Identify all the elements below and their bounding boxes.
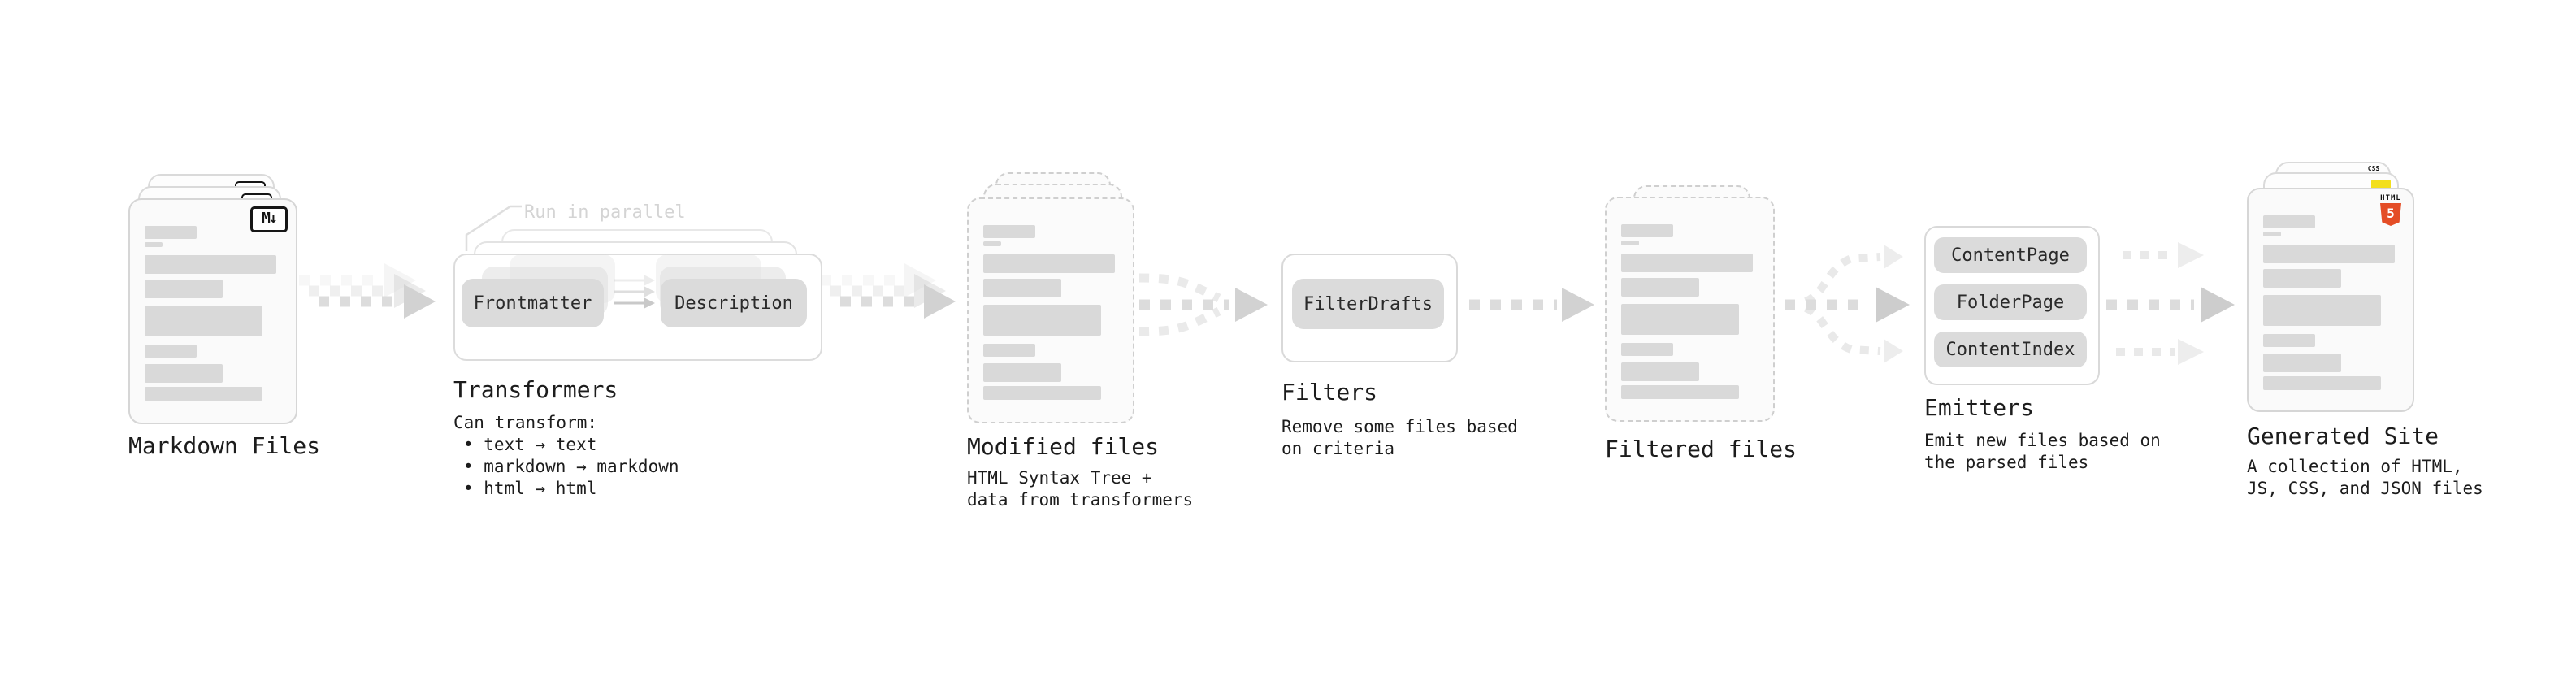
placeholder-text-bar (1621, 224, 1673, 237)
placeholder-text-bar (983, 363, 1061, 382)
placeholder-text-bar (1621, 362, 1699, 381)
arrow-markdown-to-transformers (299, 263, 436, 319)
contentpage-pill: ContentPage (1934, 237, 2087, 273)
placeholder-text-bar (2263, 215, 2315, 228)
frontmatter-pill: Frontmatter (462, 279, 604, 327)
transform-bullet: • markdown → markdown (463, 457, 679, 476)
filtered-files-label: Filtered files (1605, 436, 1798, 462)
modified-files-sub: data from transformers (967, 490, 1194, 510)
placeholder-text-bar (983, 241, 1001, 246)
placeholder-text-bar (1621, 304, 1739, 335)
placeholder-text-bar (2263, 354, 2341, 372)
placeholder-text-bar (145, 280, 223, 298)
placeholder-text-bar (983, 279, 1061, 297)
transformers-title: Transformers (453, 376, 618, 403)
modified-files-label: Modified files (967, 433, 1160, 460)
modified-files-sub: HTML Syntax Tree + (967, 468, 1152, 488)
folderpage-pill: FolderPage (1934, 284, 2087, 320)
modified-file-card-front (967, 197, 1134, 423)
description-pill: Description (661, 279, 807, 327)
placeholder-text-bar (2263, 269, 2341, 288)
run-in-parallel-note: Run in parallel (524, 202, 686, 223)
filterdrafts-pill: FilterDrafts (1292, 279, 1444, 329)
placeholder-text-bar (145, 255, 276, 274)
generated-site-sub: A collection of HTML, (2247, 457, 2463, 476)
generated-site-label: Generated Site (2247, 423, 2439, 449)
emitters-title: Emitters (1924, 394, 2034, 421)
emitters-sub: Emit new files based on (1924, 431, 2161, 450)
placeholder-text-bar (2263, 232, 2281, 236)
placeholder-text-bar (983, 305, 1101, 336)
filters-sub: Remove some files based (1281, 417, 1518, 436)
placeholder-text-bar (1621, 385, 1739, 399)
placeholder-text-bar (145, 345, 197, 358)
arrow-modified-to-filters (1138, 273, 1268, 336)
placeholder-text-bar (983, 225, 1035, 238)
placeholder-text-bar (1621, 278, 1699, 297)
arrow-emitters-to-generated (2106, 242, 2235, 365)
placeholder-text-bar (2263, 295, 2381, 326)
markdown-files-label: Markdown Files (128, 432, 321, 459)
placeholder-text-bar (145, 226, 197, 239)
placeholder-text-bar (2263, 376, 2381, 390)
transform-bullet: • html → html (463, 479, 597, 498)
contentindex-pill: ContentIndex (1934, 332, 2087, 367)
filters-title: Filters (1281, 379, 1378, 406)
html-file-card: HTML 5 (2247, 188, 2414, 412)
placeholder-text-bar (145, 306, 262, 336)
placeholder-text-bar (145, 242, 163, 247)
filters-sub: on criteria (1281, 439, 1395, 458)
placeholder-text-bar (2263, 334, 2315, 347)
placeholder-text-bar (983, 254, 1115, 273)
filtered-file-card-front (1605, 197, 1775, 422)
placeholder-text-bar (983, 344, 1035, 357)
arrow-transformers-to-modified (821, 263, 956, 319)
placeholder-text-bar (145, 364, 223, 383)
html5-icon: HTML 5 (2377, 194, 2405, 226)
transform-bullet: • text → text (463, 435, 597, 454)
arrow-filters-to-filtered (1469, 288, 1594, 322)
placeholder-text-bar (983, 386, 1101, 400)
placeholder-text-bar (145, 387, 262, 401)
emitters-sub: the parsed files (1924, 453, 2089, 472)
generated-site-sub: JS, CSS, and JSON files (2247, 479, 2483, 498)
placeholder-text-bar (1621, 254, 1753, 272)
markdown-file-card-front: M↓ (128, 198, 297, 424)
transformers-desc-heading: Can transform: (453, 413, 598, 432)
arrow-filtered-to-emitters (1785, 245, 1910, 363)
placeholder-text-bar (2263, 245, 2395, 263)
markdown-icon: M↓ (250, 206, 288, 232)
placeholder-text-bar (1621, 241, 1639, 245)
placeholder-text-bar (1621, 343, 1673, 356)
